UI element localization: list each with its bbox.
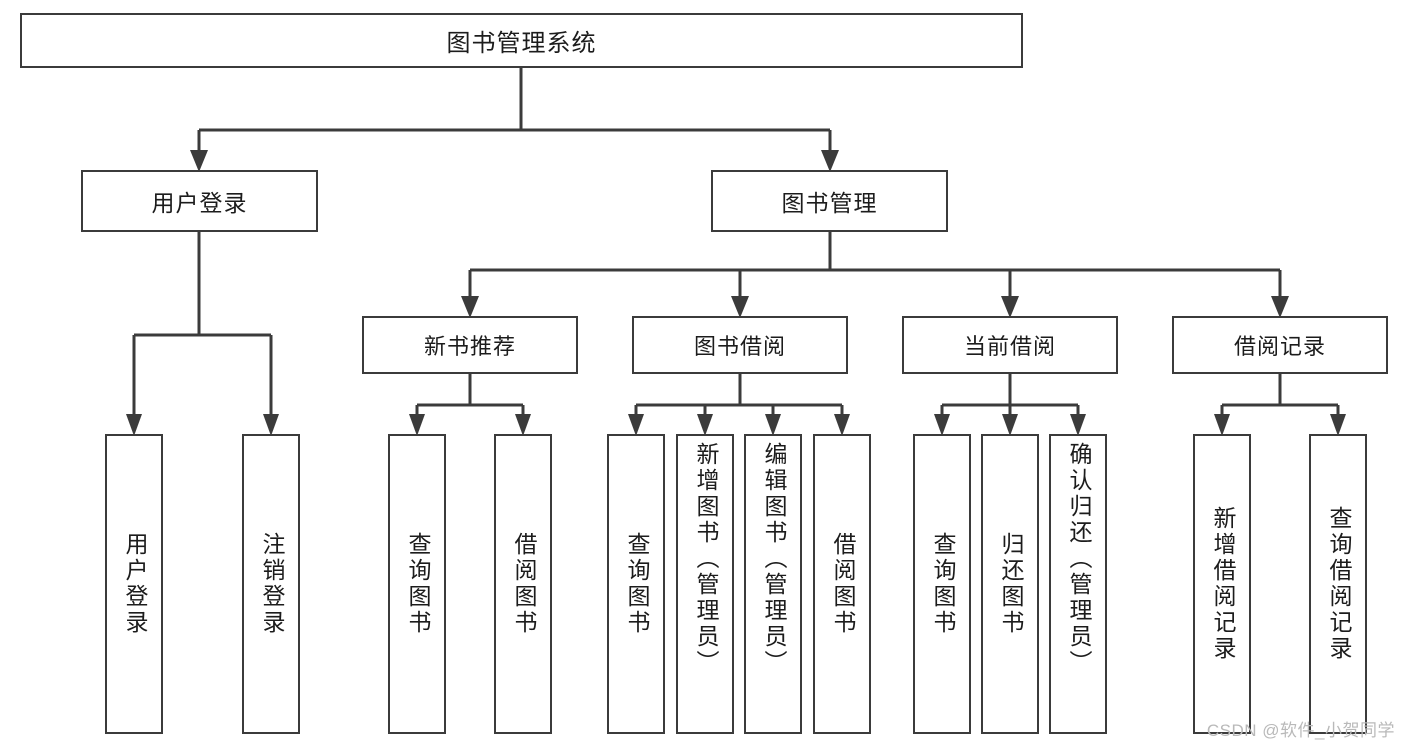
arrowhead-leaf-query-record (1330, 414, 1346, 436)
leaf-query-record[interactable]: 查询借阅记录 (1309, 434, 1367, 734)
arrowhead-leaf-logout-login (263, 414, 279, 436)
arrowhead-borrow-record (1271, 296, 1289, 318)
leaf-query-book-3[interactable]: 查询图书 (913, 434, 971, 734)
leaf-edit-book[interactable]: 编辑图书（管理员） (744, 434, 802, 734)
leaf-query-book-1[interactable]: 查询图书 (388, 434, 446, 734)
arrowhead-leaf-add-record (1214, 414, 1230, 436)
node-book-management[interactable]: 图书管理 (711, 170, 948, 232)
arrowhead-new-book (461, 296, 479, 318)
leaf-query-book-3-label: 查询图书 (929, 532, 956, 636)
node-new-book-recommend-label: 新书推荐 (423, 334, 516, 359)
leaf-logout-login-label: 注销登录 (258, 532, 285, 636)
node-borrow-record[interactable]: 借阅记录 (1172, 316, 1388, 374)
leaf-logout-login[interactable]: 注销登录 (242, 434, 300, 734)
leaf-edit-book-label: 编辑图书（管理员） (760, 442, 787, 676)
leaf-query-book-1-label: 查询图书 (404, 532, 431, 636)
arrowhead-leaf-query-book-3 (934, 414, 950, 436)
arrowhead-leaf-query-book-1 (409, 414, 425, 436)
leaf-confirm-return-label: 确认归还（管理员） (1065, 442, 1092, 676)
leaf-return-book[interactable]: 归还图书 (981, 434, 1039, 734)
leaf-borrow-book-2-label: 借阅图书 (829, 532, 856, 636)
arrowhead-user-login (190, 150, 208, 172)
node-book-borrow-label: 图书借阅 (693, 334, 786, 359)
node-root[interactable]: 图书管理系统 (20, 13, 1023, 68)
leaf-confirm-return[interactable]: 确认归还（管理员） (1049, 434, 1107, 734)
arrowhead-leaf-confirm-return (1070, 414, 1086, 436)
leaf-query-record-label: 查询借阅记录 (1325, 506, 1352, 662)
arrowhead-leaf-borrow-book-1 (515, 414, 531, 436)
leaf-borrow-book-2[interactable]: 借阅图书 (813, 434, 871, 734)
node-current-borrow-label: 当前借阅 (963, 334, 1056, 359)
arrowhead-leaf-user-login (126, 414, 142, 436)
leaf-query-book-2[interactable]: 查询图书 (607, 434, 665, 734)
node-root-label: 图书管理系统 (446, 30, 597, 57)
leaf-borrow-book-1-label: 借阅图书 (510, 532, 537, 636)
node-user-login-label: 用户登录 (151, 190, 248, 216)
arrowhead-book-borrow (731, 296, 749, 318)
node-book-management-label: 图书管理 (781, 190, 878, 216)
leaf-add-book-label: 新增图书（管理员） (692, 442, 719, 676)
arrowhead-leaf-edit-book (765, 414, 781, 436)
leaf-add-book[interactable]: 新增图书（管理员） (676, 434, 734, 734)
leaf-query-book-2-label: 查询图书 (623, 532, 650, 636)
leaf-add-record[interactable]: 新增借阅记录 (1193, 434, 1251, 734)
arrowhead-leaf-borrow-book-2 (834, 414, 850, 436)
csdn-watermark: CSDN @软件_小贺同学 (1206, 721, 1395, 740)
leaf-return-book-label: 归还图书 (997, 532, 1024, 636)
arrowhead-current-borrow (1001, 296, 1019, 318)
node-book-borrow[interactable]: 图书借阅 (632, 316, 848, 374)
leaf-user-login-label: 用户登录 (121, 532, 148, 636)
node-new-book-recommend[interactable]: 新书推荐 (362, 316, 578, 374)
node-borrow-record-label: 借阅记录 (1233, 334, 1326, 359)
arrowhead-book-management (821, 150, 839, 172)
arrowhead-leaf-query-book-2 (628, 414, 644, 436)
leaf-add-record-label: 新增借阅记录 (1209, 506, 1236, 662)
arrowhead-leaf-add-book (697, 414, 713, 436)
leaf-user-login[interactable]: 用户登录 (105, 434, 163, 734)
arrowhead-leaf-return-book (1002, 414, 1018, 436)
node-user-login[interactable]: 用户登录 (81, 170, 318, 232)
node-current-borrow[interactable]: 当前借阅 (902, 316, 1118, 374)
leaf-borrow-book-1[interactable]: 借阅图书 (494, 434, 552, 734)
